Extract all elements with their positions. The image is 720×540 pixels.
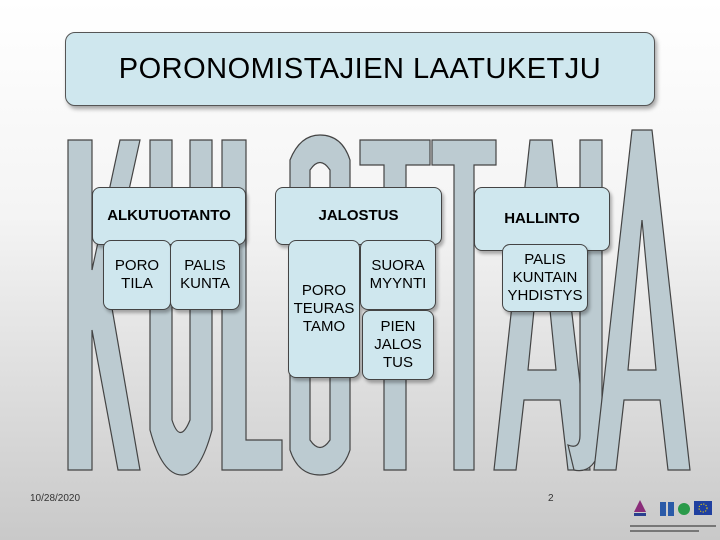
logo-left-icon — [634, 500, 646, 516]
footer-fine-print-lines — [630, 522, 716, 536]
sponsor-logos — [634, 500, 712, 516]
box-suoramyynti: SUORA MYYNTI — [360, 240, 436, 310]
logo-middle-icon — [660, 502, 690, 516]
box-paliskunta-label: PALIS KUNTA — [180, 257, 230, 292]
letter-t2 — [431, 139, 497, 471]
group-header-hallinto: HALLINTO — [474, 187, 610, 251]
group-header-alkutuotanto: ALKUTUOTANTO — [92, 187, 246, 245]
eu-flag-icon — [694, 501, 712, 515]
group-label-jalostus: JALOSTUS — [318, 207, 399, 224]
box-paliskuntainyhdistys: PALIS KUNTAIN YHDISTYS — [502, 244, 588, 312]
box-porotila-label: PORO TILA — [114, 257, 160, 292]
box-poroteurastamo: PORO TEURAS TAMO — [288, 240, 360, 378]
page-title: PORONOMISTAJIEN LAATUKETJU — [65, 32, 655, 106]
box-paliskunta: PALIS KUNTA — [170, 240, 240, 310]
letter-a2 — [593, 129, 691, 471]
group-header-jalostus: JALOSTUS — [275, 187, 442, 245]
box-pienjalostus: PIEN JALOS TUS — [362, 310, 434, 380]
footer-page-number: 2 — [548, 493, 554, 504]
group-label-alkutuotanto: ALKUTUOTANTO — [107, 207, 231, 224]
box-pienjalostus-label: PIEN JALOS TUS — [374, 318, 422, 371]
group-label-hallinto: HALLINTO — [504, 210, 580, 227]
box-paliskuntainyhdistys-label: PALIS KUNTAIN YHDISTYS — [507, 251, 583, 304]
box-poroteurastamo-label: PORO TEURAS TAMO — [293, 282, 355, 335]
box-porotila: PORO TILA — [103, 240, 171, 310]
footer-date: 10/28/2020 — [30, 493, 81, 504]
box-suoramyynti-label: SUORA MYYNTI — [369, 257, 427, 292]
